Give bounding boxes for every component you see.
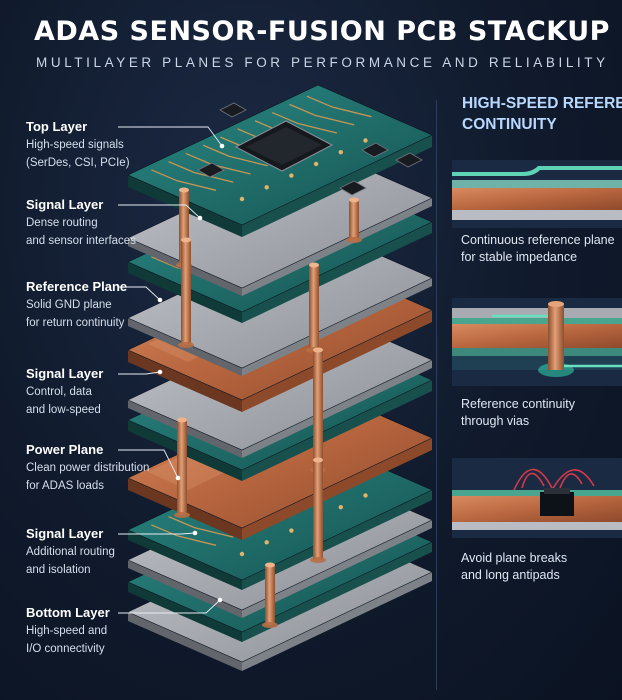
right-panel-title-line-1: HIGH-SPEED REFERENCE	[462, 95, 622, 112]
layer-label-description: (SerDes, CSI, PCIe)	[26, 157, 130, 169]
layer-label-title: Signal Layer	[26, 366, 104, 381]
caption-1-line-2: for stable impedance	[461, 250, 578, 264]
via-pin	[310, 457, 326, 563]
layer-label-description: Dense routing	[26, 217, 98, 229]
leader-line	[118, 597, 223, 614]
layer-label-description: and sensor interfaces	[26, 235, 136, 247]
continuous-plane-illustration	[452, 158, 622, 230]
caption-1-line-1: Continuous reference plane	[461, 233, 615, 247]
caption-2-line-1: Reference continuity	[461, 397, 575, 411]
layer-label-description: Solid GND plane	[26, 299, 112, 311]
layer-label-title: Top Layer	[26, 119, 88, 134]
layer-label-title: Reference Plane	[26, 279, 128, 294]
caption-3-line-2: and long antipads	[461, 568, 560, 582]
layer-label-title: Signal Layer	[26, 197, 104, 212]
via-continuity-illustration	[452, 296, 622, 388]
component-chip	[361, 142, 389, 158]
layer-label-title: Signal Layer	[26, 526, 104, 541]
layer-label-description: Clean power distribution	[26, 462, 150, 474]
layer-label-description: Control, data	[26, 386, 92, 398]
caption-2-line-2: through vias	[461, 414, 530, 428]
layer-label-description: I/O connectivity	[26, 643, 105, 655]
panel-divider	[436, 100, 437, 690]
caption-via-continuity: Reference continuity through vias	[461, 396, 621, 430]
component-chip	[339, 180, 367, 196]
layer-label-title: Bottom Layer	[26, 605, 110, 620]
component-chip	[395, 152, 423, 168]
layer-label-title: Power Plane	[26, 442, 104, 457]
layer-label-description: Additional routing	[26, 546, 115, 558]
leader-line	[118, 449, 181, 481]
leader-line	[118, 530, 198, 536]
page-subtitle: MULTILAYER PLANES FOR PERFORMANCE AND RE…	[36, 55, 609, 70]
pcb-stackup-diagram	[118, 84, 433, 671]
via-pin	[262, 562, 278, 628]
leader-line	[118, 204, 203, 221]
caption-continuous-plane: Continuous reference plane for stable im…	[461, 232, 621, 266]
leader-line	[118, 286, 163, 303]
layer-label-description: for ADAS loads	[26, 480, 104, 492]
page-title: ADAS SENSOR-FUSION PCB STACKUP	[34, 16, 610, 47]
layer-label-description: and low-speed	[26, 404, 101, 416]
plane-break-illustration	[452, 456, 622, 540]
via-pin	[174, 417, 190, 518]
via-pin	[346, 197, 362, 243]
layer-label-description: and isolation	[26, 564, 91, 576]
right-panel-title-line-2: CONTINUITY	[462, 116, 557, 133]
caption-plane-break: Avoid plane breaks and long antipads	[461, 550, 621, 584]
leader-line	[118, 369, 163, 375]
layer-label-description: High-speed and	[26, 625, 108, 637]
layer-label-description: for return continuity	[26, 317, 125, 329]
main-processor-chip	[234, 120, 334, 172]
via-pin	[178, 237, 194, 348]
layer-label-description: High-speed signals	[26, 139, 124, 151]
component-chip	[219, 102, 247, 118]
right-panel-title: HIGH-SPEED REFERENCE CONTINUITY	[462, 93, 622, 135]
component-chip	[197, 162, 225, 178]
leader-line	[118, 126, 225, 149]
caption-3-line-1: Avoid plane breaks	[461, 551, 568, 565]
